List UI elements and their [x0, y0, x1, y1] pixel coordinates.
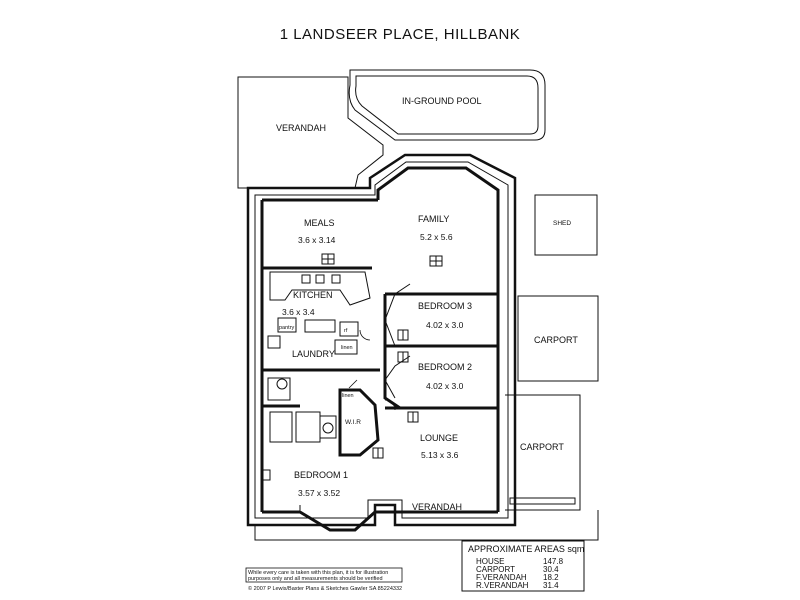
kitchen-label: KITCHEN: [293, 290, 333, 300]
areas-row-label: F.VERANDAH: [476, 573, 527, 582]
disclaimer-line-2: purposes only and all measurements shoul…: [248, 576, 383, 582]
front-verandah-outline: [254, 510, 599, 541]
pool-label: IN-GROUND POOL: [402, 96, 482, 106]
lounge-dimensions: 5.13 x 3.6: [421, 450, 459, 460]
areas-heading: APPROXIMATE AREAS sqm: [468, 544, 584, 554]
laundry-label: LAUNDRY: [292, 349, 335, 359]
carport-2-label: CARPORT: [520, 442, 564, 452]
areas-row-value: 31.4: [543, 581, 559, 590]
areas-row-value: 30.4: [543, 565, 559, 574]
areas-table: APPROXIMATE AREAS sqm HOUSE 147.8 CARPOR…: [461, 540, 585, 592]
family-dimensions: 5.2 x 5.6: [420, 232, 453, 242]
linen-2-label: linen: [342, 393, 354, 399]
house-outer-wall: [246, 153, 517, 527]
meals-label: MEALS: [304, 218, 335, 228]
bedroom1-label: BEDROOM 1: [294, 470, 348, 480]
copyright-notice: © 2007 P Lewis/Baxter Plans & Sketches G…: [248, 585, 402, 592]
shed-label: SHED: [553, 220, 571, 227]
bedroom2-label: BEDROOM 2: [418, 362, 472, 372]
kitchen-dimensions: 3.6 x 3.4: [282, 307, 315, 317]
carport-1-label: CARPORT: [534, 335, 578, 345]
areas-row-value: 147.8: [543, 557, 564, 566]
pool-outline: [348, 69, 546, 141]
carport-1-outline: [517, 295, 599, 382]
bedroom2-dimensions: 4.02 x 3.0: [426, 381, 464, 391]
bedroom3-label: BEDROOM 3: [418, 301, 472, 311]
areas-row-label: HOUSE: [476, 557, 504, 566]
pantry-label: pantry: [279, 325, 295, 331]
family-label: FAMILY: [418, 214, 449, 224]
linen-label: linen: [341, 345, 353, 351]
front-verandah-label: VERANDAH: [412, 502, 462, 512]
areas-row-value: 18.2: [543, 573, 559, 582]
disclaimer-line-1: While every care is taken with this plan…: [248, 570, 388, 576]
lounge-label: LOUNGE: [420, 433, 458, 443]
carport-2-outline: [505, 394, 581, 511]
areas-row-label: R.VERANDAH: [476, 581, 529, 590]
page-title: 1 LANDSEER PLACE, HILLBANK: [279, 26, 521, 43]
fridge-label: rf: [344, 328, 348, 334]
rear-verandah-label: VERANDAH: [276, 123, 326, 133]
wir-label: W.I.R: [345, 419, 361, 426]
bedroom3-dimensions: 4.02 x 3.0: [426, 320, 464, 330]
shed-outline: [534, 194, 598, 256]
meals-dimensions: 3.6 x 3.14: [298, 235, 336, 245]
bedroom1-dimensions: 3.57 x 3.52: [298, 488, 340, 498]
areas-row-label: CARPORT: [476, 565, 515, 574]
kitchen-bench: [269, 271, 371, 306]
